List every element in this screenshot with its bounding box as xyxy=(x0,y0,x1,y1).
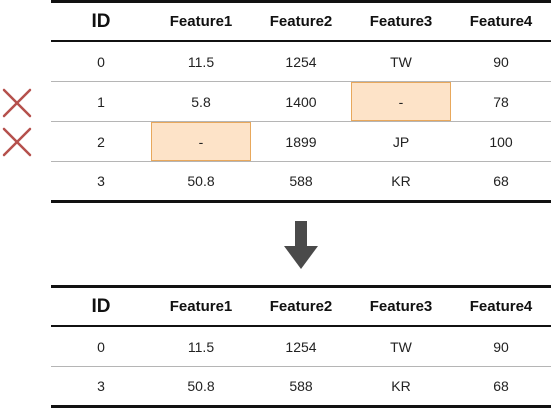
cell-feature1: 50.8 xyxy=(187,378,215,394)
table-after: ID Feature1 Feature2 Feature3 Feature4 0… xyxy=(51,285,551,408)
cell-feature2: 588 xyxy=(289,173,313,189)
table-row: 0 11.5 1254 TW 90 xyxy=(51,327,551,367)
header-id: ID xyxy=(91,295,111,317)
header-feature4: Feature4 xyxy=(469,13,533,30)
cell-feature1: 5.8 xyxy=(191,93,211,110)
cell-feature4: 90 xyxy=(493,338,509,355)
cell-feature4: 68 xyxy=(493,378,509,394)
cell-feature2: 1899 xyxy=(285,133,317,150)
table-row: 1 5.8 1400 - 78 xyxy=(51,82,551,122)
header-id: ID xyxy=(91,10,111,32)
header-feature3: Feature3 xyxy=(369,298,433,315)
cell-id: 0 xyxy=(97,53,105,70)
cell-feature2: 1254 xyxy=(285,53,317,70)
cell-feature4: 68 xyxy=(493,173,509,189)
cell-id: 0 xyxy=(97,338,105,355)
missing-value-cell: - xyxy=(151,122,251,161)
x-mark-icon xyxy=(2,88,32,118)
header-feature2: Feature2 xyxy=(269,13,333,30)
missing-value-cell: - xyxy=(351,82,451,121)
cell-feature2: 1254 xyxy=(285,338,317,355)
cell-feature3: TW xyxy=(390,53,412,70)
cell-feature3: KR xyxy=(391,173,411,189)
cell-feature1: 50.8 xyxy=(187,173,215,189)
cell-feature4: 90 xyxy=(493,53,509,70)
header-feature1: Feature1 xyxy=(169,13,233,30)
header-feature3: Feature3 xyxy=(369,13,433,30)
cell-feature1: 11.5 xyxy=(187,338,215,355)
header-feature1: Feature1 xyxy=(169,298,233,315)
cell-feature3: KR xyxy=(391,378,411,394)
header-feature4: Feature4 xyxy=(469,298,533,315)
cell-feature4: 78 xyxy=(493,93,509,110)
table-row: 2 - 1899 JP 100 xyxy=(51,122,551,162)
cell-feature4: 100 xyxy=(489,133,513,150)
cell-id: 3 xyxy=(97,173,105,189)
header-row: ID Feature1 Feature2 Feature3 Feature4 xyxy=(51,0,551,42)
table-row: 0 11.5 1254 TW 90 xyxy=(51,42,551,82)
table-row: 3 50.8 588 KR 68 xyxy=(51,367,551,408)
cell-feature3: JP xyxy=(392,133,410,150)
cell-feature1: 11.5 xyxy=(187,53,215,70)
arrow-down-icon xyxy=(284,221,318,269)
cell-id: 3 xyxy=(97,378,105,394)
header-feature2: Feature2 xyxy=(269,298,333,315)
cell-feature2: 588 xyxy=(289,378,313,394)
cell-id: 2 xyxy=(97,133,105,150)
cell-id: 1 xyxy=(97,93,105,110)
header-row: ID Feature1 Feature2 Feature3 Feature4 xyxy=(51,285,551,327)
table-row: 3 50.8 588 KR 68 xyxy=(51,162,551,203)
cell-feature2: 1400 xyxy=(285,93,317,110)
table-before: ID Feature1 Feature2 Feature3 Feature4 0… xyxy=(51,0,551,203)
cell-feature3: TW xyxy=(390,338,412,355)
x-mark-icon xyxy=(2,127,32,157)
